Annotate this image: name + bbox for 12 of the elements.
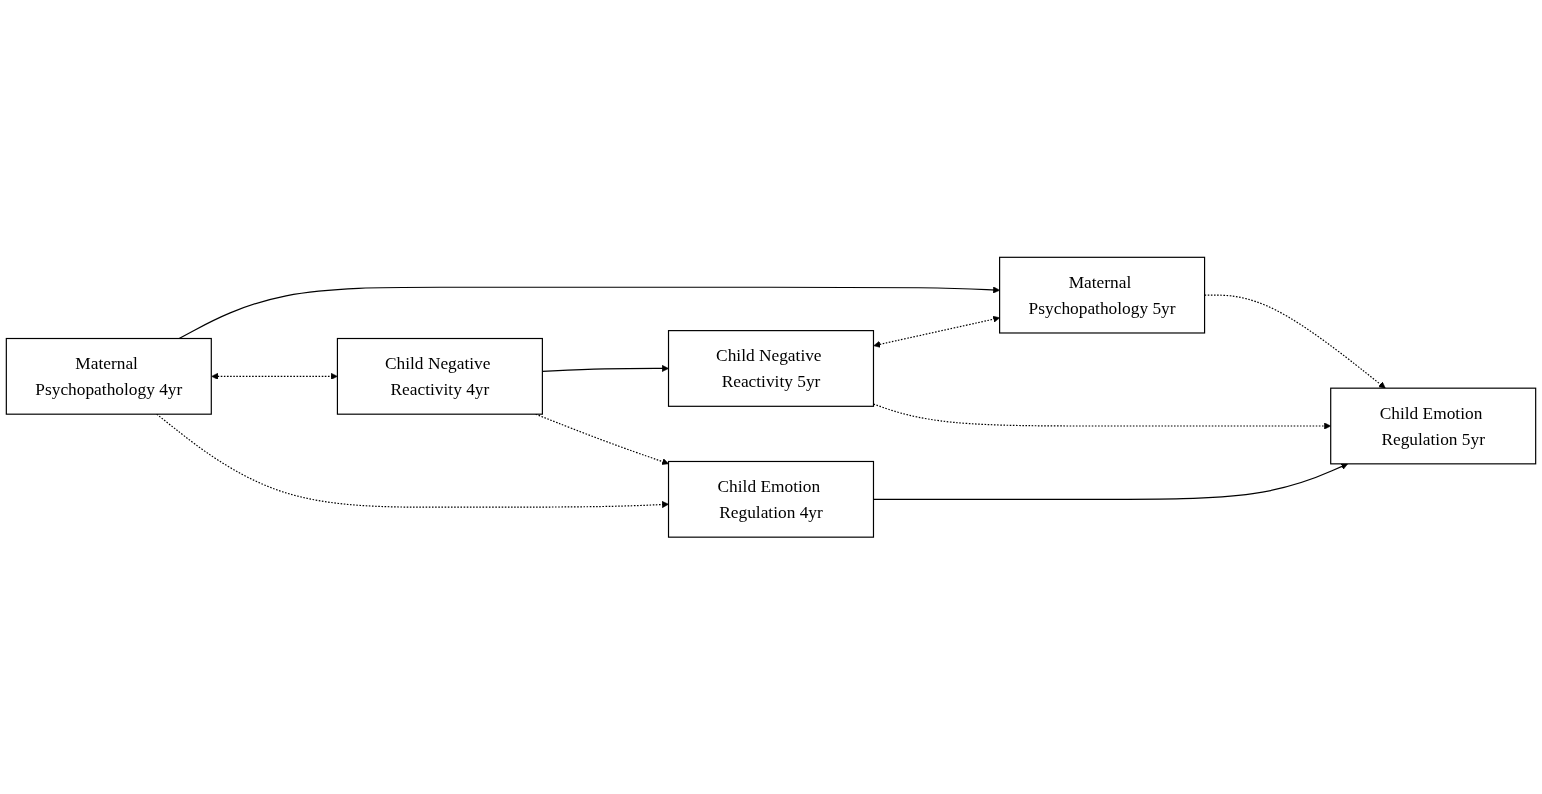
arrow [156, 413, 669, 508]
arrow [211, 372, 338, 380]
node-box: Child Emotion Regulation 5yr [1330, 387, 1537, 465]
arrow [535, 413, 669, 465]
arrow [873, 315, 1000, 348]
node-box: Maternal Psychopathology 4yr [5, 337, 212, 415]
arrow [178, 286, 1000, 339]
node-box: Maternal Psychopathology 5yr [999, 256, 1206, 334]
arrow [1204, 294, 1386, 389]
node-box: Child Negative Reactivity 5yr [667, 329, 875, 407]
node-box: Child Negative Reactivity 4yr [336, 337, 543, 415]
node-box: Child Emotion Regulation 4yr [667, 460, 875, 538]
